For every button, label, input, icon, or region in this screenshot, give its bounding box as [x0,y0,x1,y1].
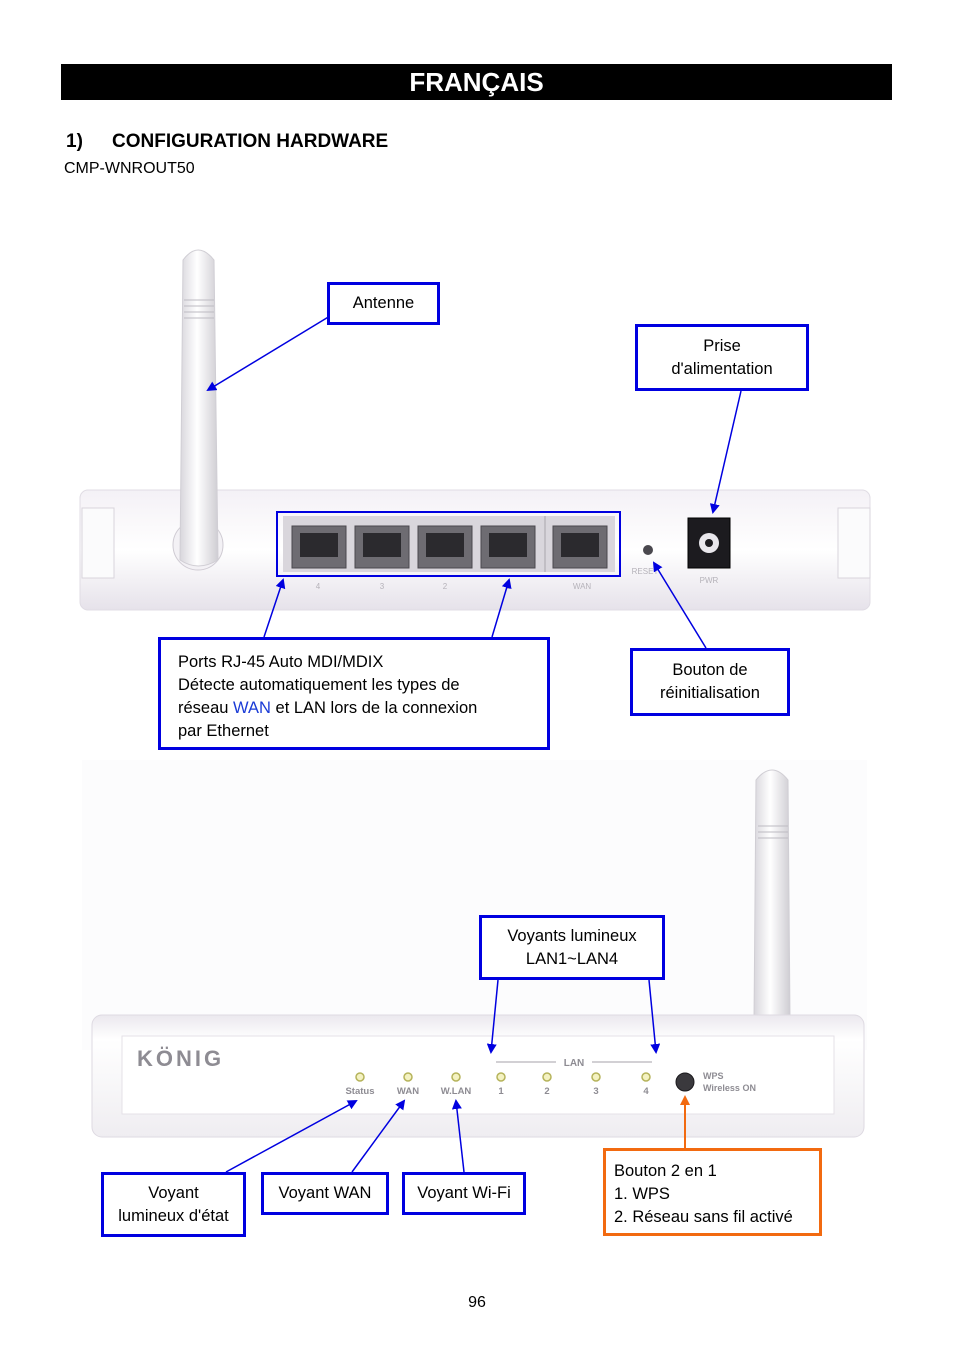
callout-wps-line2: 1. WPS [614,1185,670,1203]
led-lan4 [641,1072,651,1082]
callout-wps-line1: Bouton 2 en 1 [614,1162,717,1180]
arrow-wan [351,1099,406,1173]
power-jack [687,517,731,569]
led-wlan [451,1072,461,1082]
callout-wifi-led: Voyant Wi-Fi [402,1172,526,1215]
section-number: 1) [66,131,83,152]
led-lan2 [542,1072,552,1082]
callout-lan-leds: Voyants lumineux LAN1~LAN4 [479,915,665,980]
callout-rj45-line1: Ports RJ-45 Auto MDI/MDIX [178,653,384,671]
led-label-4: 4 [643,1086,649,1097]
callout-wps-line3: 2. Réseau sans fil activé [614,1208,793,1226]
callout-status-led: Voyant lumineux d'état [101,1172,246,1237]
callout-status-line2: lumineux d'état [118,1206,229,1225]
arrow-rj45-left [263,578,286,638]
port-label-2: 2 [443,582,448,591]
led-label-status: Status [345,1086,374,1097]
port-label-4: 4 [316,582,321,591]
section-title: 1) CONFIGURATION HARDWARE [66,131,388,153]
page-number: 96 [468,1294,486,1311]
port-label-wan: WAN [573,582,592,591]
callout-rj45-line2: Détecte automatiquement les types de [178,676,460,694]
callout-power-jack: Prise d'alimentation [635,324,809,391]
callout-wan-led-text: Voyant WAN [278,1184,372,1202]
port-label-3: 3 [380,582,385,591]
rear-antenna [179,249,219,567]
front-antenna [753,769,791,1021]
wireless-on-label: Wireless ON [703,1083,756,1093]
callout-antenna: Antenne [327,282,440,325]
callout-power-line2: d'alimentation [671,359,773,378]
rj45-port-1 [480,525,536,569]
callout-status-line1: Voyant [148,1183,199,1202]
callout-rj45-ports: Ports RJ-45 Auto MDI/MDIX Détecte automa… [158,637,550,750]
arrow-status [225,1100,358,1173]
rj45-port-wan [552,525,608,569]
callout-reset-line1: Bouton de [672,661,748,679]
callout-lan-leds-line1: Voyants lumineux [507,926,637,945]
led-lan1 [496,1072,506,1082]
led-label-1: 1 [498,1086,504,1097]
callout-antenna-text: Antenne [352,294,415,312]
wps-label: WPS [703,1071,724,1081]
power-label: PWR [700,576,719,585]
callout-reset-line2: réinitialisation [660,684,760,702]
led-label-wan: WAN [397,1086,419,1097]
arrow-lan-right [648,979,661,1054]
callout-rj45-line3-suffix: et LAN lors de la connexion [275,699,478,717]
led-wan [403,1072,413,1082]
section-heading: CONFIGURATION HARDWARE [112,131,389,152]
rear-panel: 4 3 2 1 WAN RESET PWR [79,249,871,611]
callout-rj45-line3: réseau WAN et LAN lors de la connexion [178,697,530,720]
rj45-port-2 [417,525,473,569]
callout-power-line1: Prise [703,336,741,355]
arrow-rj45-right [491,578,512,638]
brand-logo: KÖNIG [137,1046,224,1071]
arrow-power [709,390,742,514]
led-label-wlan: W.LAN [441,1086,472,1097]
page-header: FRANÇAIS [61,64,892,100]
arrow-lan-left [486,979,499,1054]
rj45-port-4 [291,525,347,569]
callout-wps-button: Bouton 2 en 1 1. WPS 2. Réseau sans fil … [603,1148,822,1236]
led-status [355,1072,365,1082]
wps-button [675,1072,695,1092]
arrow-antenna [206,315,331,392]
callout-wan-led: Voyant WAN [261,1172,389,1215]
lan-group-label: LAN [564,1058,585,1069]
led-lan3 [591,1072,601,1082]
callout-rj45-line4: par Ethernet [178,722,269,740]
reset-button [643,545,653,555]
led-label-3: 3 [593,1086,598,1097]
rj45-port-3 [354,525,410,569]
reset-label: RESET [632,567,659,576]
callout-arrows [206,315,742,1173]
callout-lan-leds-line2: LAN1~LAN4 [525,949,619,968]
callout-reset-button: Bouton de réinitialisation [630,648,790,716]
front-panel: KÖNIG LAN Status WAN W.LAN 1 2 3 4 WPS W… [82,760,867,1138]
callout-rj45-line3-prefix: réseau [178,699,229,717]
arrow-reset [652,561,707,649]
arrow-wifi [451,1099,465,1173]
callout-rj45-wan-word: WAN [233,699,271,717]
callout-wifi-led-text: Voyant Wi-Fi [417,1184,511,1202]
led-label-2: 2 [544,1086,549,1097]
model-number: CMP-WNROUT50 [64,160,195,177]
